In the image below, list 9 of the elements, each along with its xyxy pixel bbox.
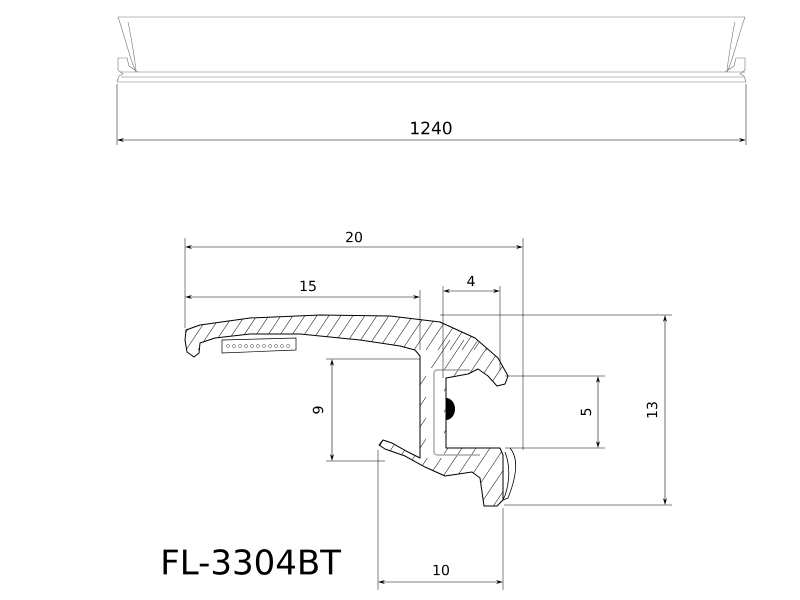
dimension-label: 20: [346, 232, 362, 242]
dimension-label: 15: [300, 280, 316, 292]
dimension-label: 13: [646, 402, 658, 418]
dimension-label: 5: [580, 408, 592, 416]
dimension-label: 4: [467, 276, 475, 286]
dimension-label: 10: [434, 564, 449, 576]
dimension-label: 9: [312, 406, 324, 414]
dimension-label: 1240: [411, 122, 452, 134]
part-number: FL-3304BT: [164, 549, 342, 575]
